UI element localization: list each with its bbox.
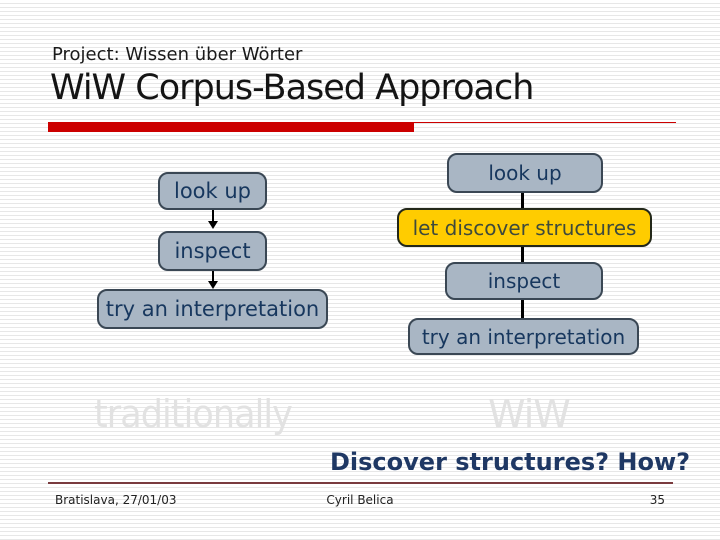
flow-step-wiw-let-discover-structures: let discover structures <box>397 208 652 247</box>
footer-divider <box>48 482 673 484</box>
slide-kicker: Project: Wissen über Wörter <box>52 44 303 65</box>
connector-line <box>521 247 524 262</box>
footer-page-number: 35 <box>649 493 665 507</box>
flow-step-wiw-inspect: inspect <box>445 262 603 300</box>
footer-author: Cyril Belica <box>326 493 394 507</box>
red-accent-bar <box>48 122 414 132</box>
flow-step-traditional-try-interpretation: try an interpretation <box>97 289 328 329</box>
flow-step-traditional-inspect: inspect <box>158 231 267 271</box>
down-arrow-icon <box>212 210 214 222</box>
down-arrow-icon <box>208 281 218 289</box>
watermark-traditionally: traditionally <box>94 392 293 436</box>
watermark-wiw: WiW <box>488 392 571 436</box>
flow-step-traditional-look-up: look up <box>158 172 267 210</box>
down-arrow-icon <box>212 271 214 282</box>
flow-step-wiw-look-up: look up <box>447 153 603 193</box>
down-arrow-icon <box>208 221 218 229</box>
footer-location-date: Bratislava, 27/01/03 <box>55 493 177 507</box>
slide-title: WiW Corpus-Based Approach <box>50 68 534 108</box>
connector-line <box>521 193 524 208</box>
question-text: Discover structures? How? <box>330 448 691 476</box>
flow-step-wiw-try-interpretation: try an interpretation <box>408 318 639 355</box>
connector-line <box>521 300 524 318</box>
